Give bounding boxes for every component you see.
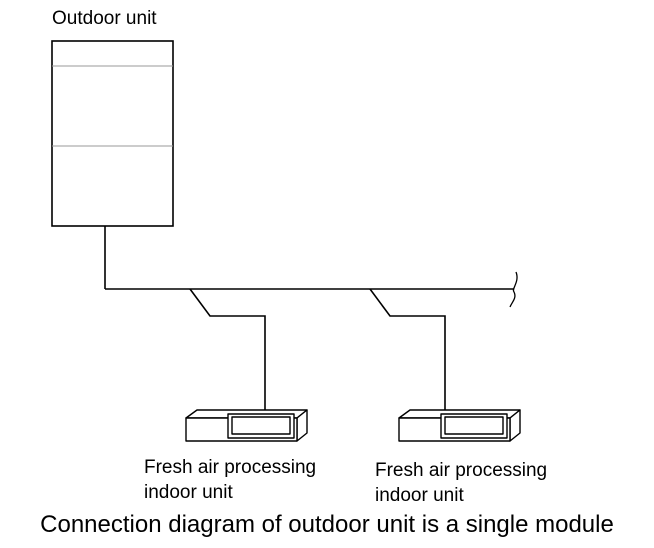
indoor-unit-1-label-line1: Fresh air processing <box>144 457 317 478</box>
branch-pipe-1 <box>189 288 266 414</box>
indoor-unit-2 <box>398 409 521 442</box>
diagram-caption: Connection diagram of outdoor unit is a … <box>40 511 614 538</box>
main-pipe <box>104 226 514 290</box>
indoor-unit-1 <box>185 409 308 442</box>
branch-pipe-2 <box>369 288 446 414</box>
pipe-break-symbol <box>509 271 518 308</box>
indoor-unit-1-label: Fresh air processing indoor unit <box>144 455 316 505</box>
outdoor-unit <box>51 40 174 227</box>
outdoor-unit-label: Outdoor unit <box>52 8 157 29</box>
indoor-unit-2-label-line1: Fresh air processing <box>375 460 548 481</box>
indoor-unit-1-label-line2: indoor unit <box>144 482 233 503</box>
indoor-unit-2-label: Fresh air processing indoor unit <box>375 458 547 508</box>
indoor-unit-2-label-line2: indoor unit <box>375 485 464 506</box>
